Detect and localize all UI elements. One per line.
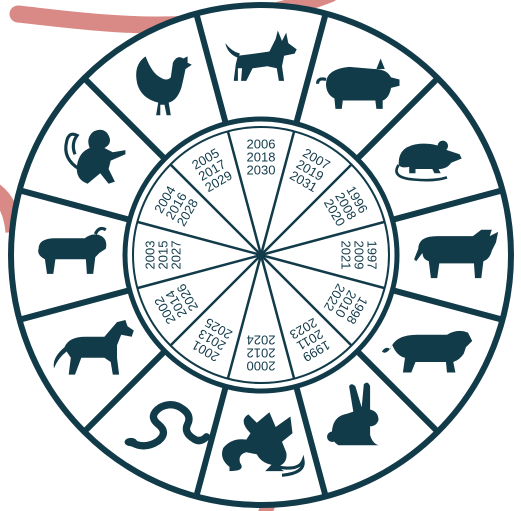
year-label: 2030 — [247, 162, 276, 177]
year-label: 2027 — [168, 241, 183, 270]
year-label: 2024 — [247, 333, 276, 348]
hub — [257, 251, 265, 259]
year-label: 2021 — [339, 241, 354, 270]
